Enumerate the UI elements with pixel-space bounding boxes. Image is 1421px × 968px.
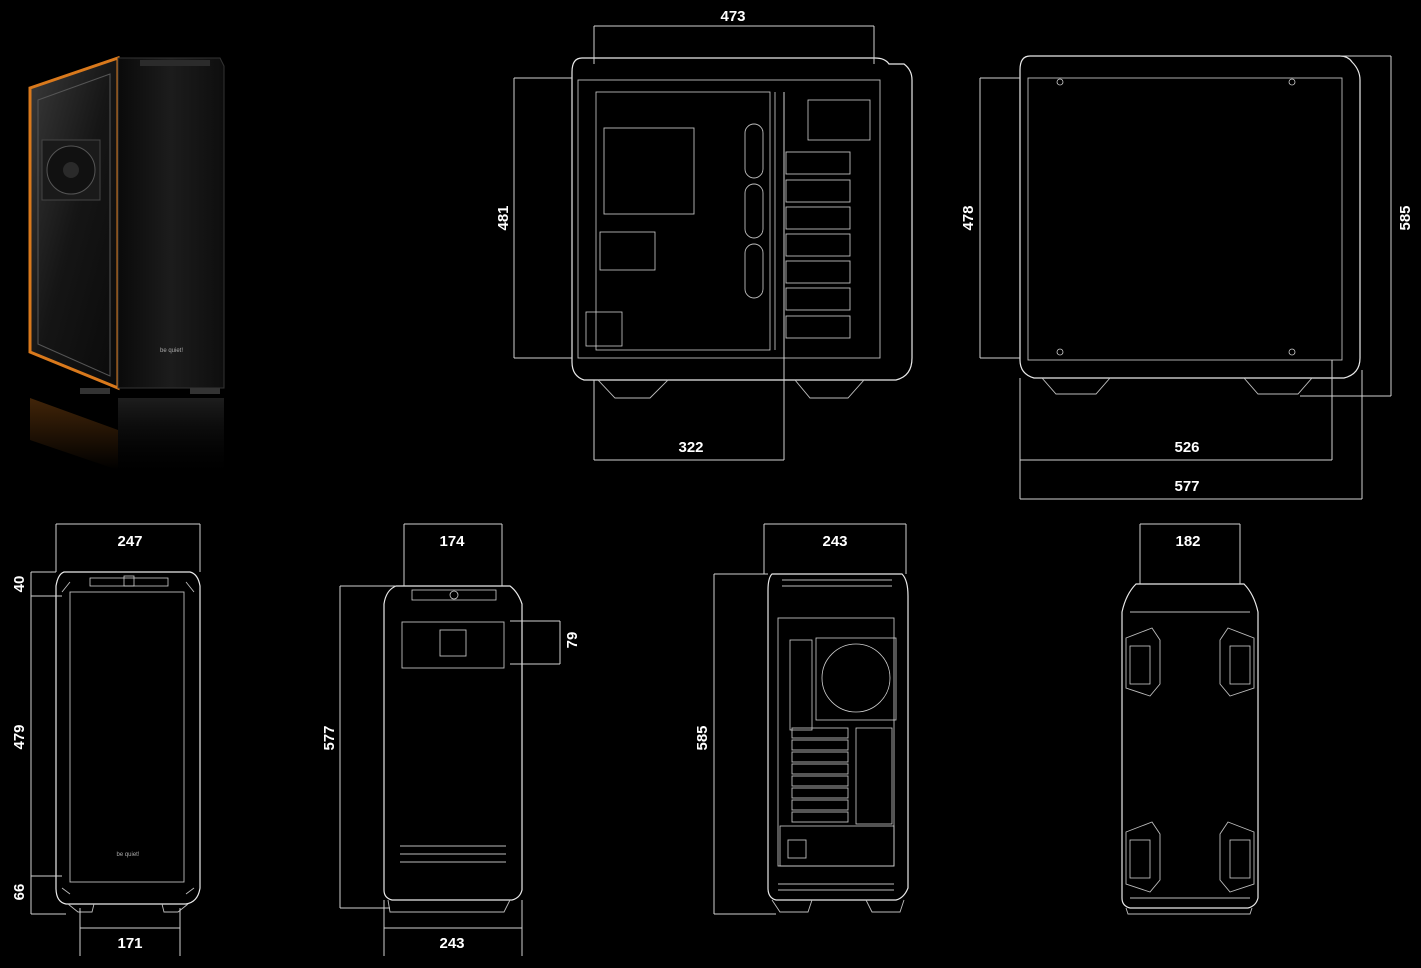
right-side-view-drawing xyxy=(979,55,1392,500)
dim-right-width-outer: 577 xyxy=(1174,478,1199,495)
dim-bottom-width: 182 xyxy=(1175,533,1200,550)
dim-rear-top-width: 243 xyxy=(822,533,847,550)
product-photo: be quiet! xyxy=(28,55,225,480)
front-view-drawing: be quiet! xyxy=(30,523,201,956)
dim-front2-height: 577 xyxy=(321,725,338,750)
front-logo: be quiet! xyxy=(160,348,183,354)
dim-front-middle: 479 xyxy=(11,724,28,749)
dim-front2-bottom-width: 243 xyxy=(439,935,464,952)
dim-right-width-inner: 526 xyxy=(1174,439,1199,456)
dim-side-height-left: 481 xyxy=(495,205,512,230)
dim-front-bottom-section: 66 xyxy=(11,884,28,901)
dim-front2-top-width: 174 xyxy=(439,533,465,550)
bottom-view-drawing xyxy=(1121,523,1259,915)
front-view-logo: be quiet! xyxy=(116,852,139,858)
dim-side-top-width: 473 xyxy=(720,8,745,25)
dim-right-height-inner: 478 xyxy=(960,205,977,230)
dim-front-feet-width: 171 xyxy=(117,935,142,952)
dim-front-top-width: 247 xyxy=(117,533,142,550)
dim-rear-height: 585 xyxy=(694,725,711,750)
front-view-2-drawing xyxy=(339,523,561,956)
dim-side-bottom-width: 322 xyxy=(678,439,703,456)
dim-front-top-section: 40 xyxy=(11,576,28,593)
side-view-drawing xyxy=(513,25,913,461)
dim-front2-panel-height: 79 xyxy=(564,632,581,649)
dim-right-height-outer: 585 xyxy=(1397,205,1414,230)
rear-view-drawing xyxy=(713,523,909,915)
